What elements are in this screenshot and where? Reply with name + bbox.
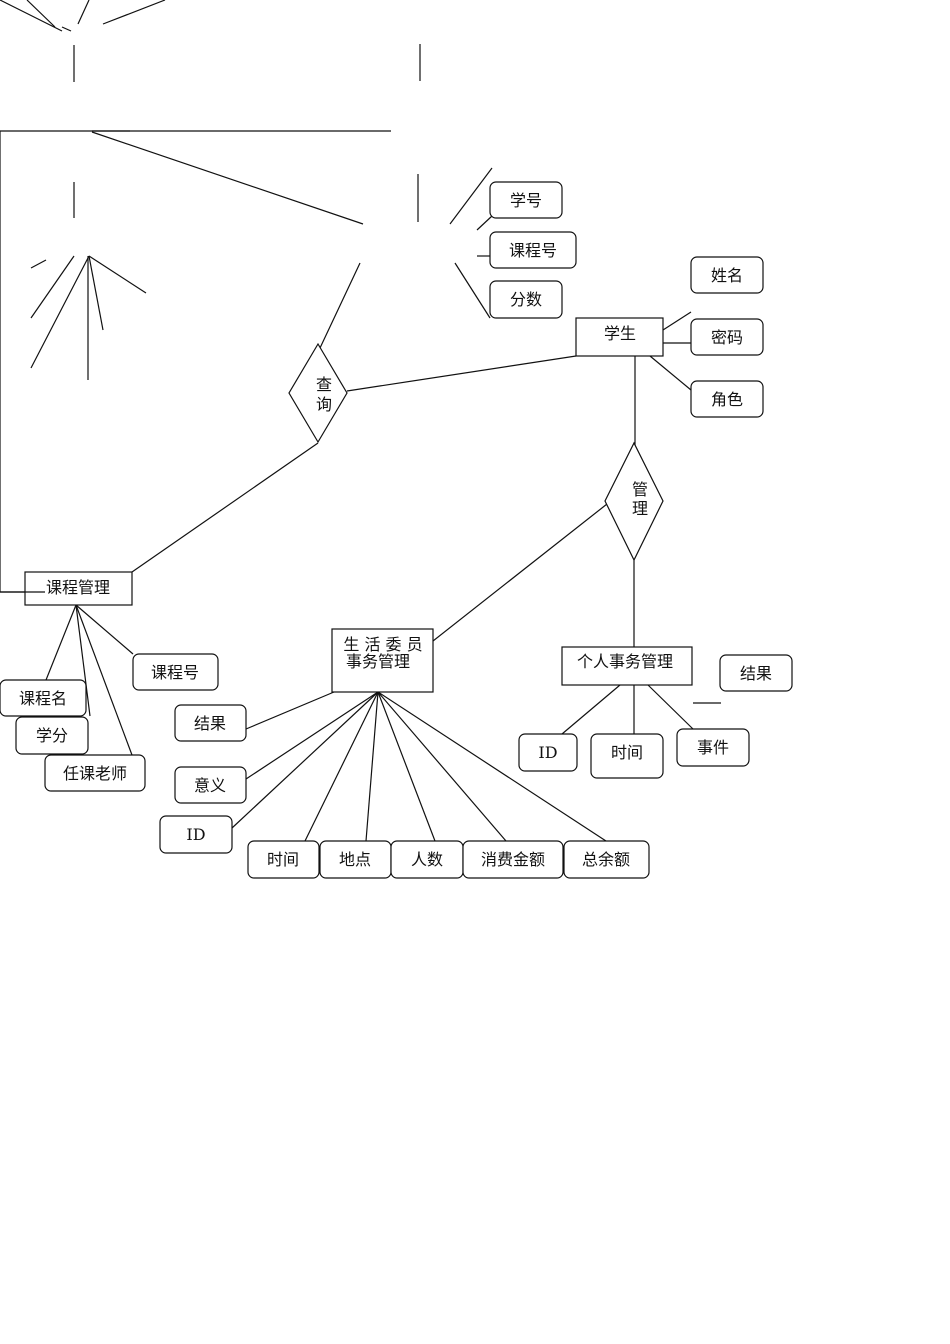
relation-label: 管 xyxy=(632,480,648,499)
attribute-label: 课程号 xyxy=(509,241,557,260)
attribute-label: 姓名 xyxy=(711,266,743,285)
attr-personal-id[interactable]: ID xyxy=(518,733,578,772)
attribute-label: 结果 xyxy=(740,664,772,683)
attr-personal-time[interactable]: 时间 xyxy=(590,733,664,779)
attribute-label: 学分 xyxy=(36,726,68,745)
attr-course-teacher[interactable]: 任课老师 xyxy=(44,754,146,792)
attr-student-role[interactable]: 角色 xyxy=(690,380,764,418)
entity-label: 学生 xyxy=(604,324,636,343)
attribute-label: 人数 xyxy=(411,850,443,869)
attribute-label: 结果 xyxy=(194,714,226,733)
relation-manage[interactable]: 管 理 xyxy=(604,441,664,562)
attr-life-spend[interactable]: 消费金额 xyxy=(462,840,564,879)
attribute-label: 总余额 xyxy=(582,850,630,869)
attr-course-credit[interactable]: 学分 xyxy=(15,716,89,755)
attr-life-balance[interactable]: 总余额 xyxy=(563,840,650,879)
attr-student-name[interactable]: 姓名 xyxy=(690,256,764,294)
attribute-label: 学号 xyxy=(510,191,542,210)
attribute-label: 任课老师 xyxy=(63,764,127,783)
attr-life-time[interactable]: 时间 xyxy=(247,840,320,879)
attr-life-place[interactable]: 地点 xyxy=(319,840,392,879)
attribute-label: 意义 xyxy=(194,776,226,795)
attr-course-id[interactable]: 课程号 xyxy=(132,653,219,691)
attr-life-result[interactable]: 结果 xyxy=(174,704,247,742)
relation-label: 询 xyxy=(316,395,332,414)
attribute-label: 课程名 xyxy=(19,689,67,708)
entity-label: 课程管理 xyxy=(46,578,110,597)
attr-student-password[interactable]: 密码 xyxy=(690,318,764,356)
attr-life-count[interactable]: 人数 xyxy=(390,840,464,879)
attr-score-value[interactable]: 分数 xyxy=(489,280,563,319)
relation-query[interactable]: 查 询 xyxy=(288,342,348,444)
attr-life-meaning[interactable]: 意义 xyxy=(174,766,247,804)
entity-life-committee-affairs[interactable]: 生 活 委 员 事务管理 xyxy=(331,628,434,693)
entity-label: 事务管理 xyxy=(346,652,410,671)
entity-course-management[interactable]: 课程管理 xyxy=(0,571,133,606)
attribute-label: 时间 xyxy=(611,743,643,762)
attr-course-name[interactable]: 课程名 xyxy=(0,679,87,717)
entity-student[interactable]: 学生 xyxy=(575,317,664,357)
attr-personal-event[interactable]: 事件 xyxy=(676,728,750,767)
entity-personal-affairs[interactable]: 个人事务管理 xyxy=(561,646,693,686)
attribute-label: ID xyxy=(538,743,557,762)
attribute-label: 角色 xyxy=(711,390,743,409)
entity-label: 生 活 委 员 xyxy=(343,635,422,654)
attr-life-id[interactable]: ID xyxy=(159,815,233,854)
attr-personal-result[interactable]: 结果 xyxy=(719,654,793,692)
entity-label: 个人事务管理 xyxy=(577,652,673,671)
attr-score-course-id[interactable]: 课程号 xyxy=(489,231,577,269)
relation-label: 理 xyxy=(632,499,648,518)
attribute-label: 消费金额 xyxy=(481,850,545,869)
attribute-label: 时间 xyxy=(267,850,299,869)
attribute-label: 课程号 xyxy=(151,663,199,682)
attribute-label: 事件 xyxy=(697,738,729,757)
attribute-label: 密码 xyxy=(711,328,743,347)
attribute-label: 地点 xyxy=(339,850,371,869)
attr-score-student-id[interactable]: 学号 xyxy=(489,181,563,219)
attribute-label: 分数 xyxy=(510,290,542,309)
attribute-label: ID xyxy=(186,825,205,844)
relation-label: 查 xyxy=(316,375,332,394)
connector-lines xyxy=(0,0,721,842)
